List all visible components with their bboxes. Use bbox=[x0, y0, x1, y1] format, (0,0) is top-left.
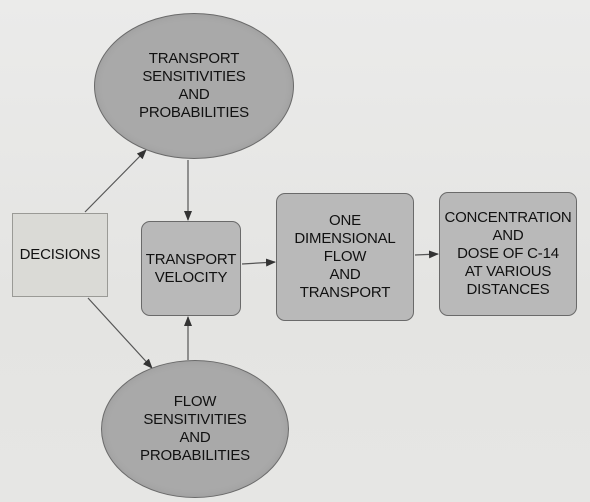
transport-sensitivities-label: TRANSPORT SENSITIVITIES AND PROBABILITIE… bbox=[139, 50, 249, 121]
transport-velocity-node: TRANSPORT VELOCITY bbox=[141, 221, 241, 316]
decisions-label: DECISIONS bbox=[19, 246, 101, 263]
arrow-decisions-to-flow-sensitivities bbox=[87, 297, 153, 369]
transport-velocity-label: TRANSPORT VELOCITY bbox=[145, 250, 237, 286]
flow-sensitivities-node: FLOW SENSITIVITIES AND PROBABILITIES bbox=[101, 360, 289, 498]
one-dimensional-flow-label: ONE DIMENSIONAL FLOW AND TRANSPORT bbox=[294, 212, 396, 301]
transport-sensitivities-node: TRANSPORT SENSITIVITIES AND PROBABILITIE… bbox=[94, 13, 294, 159]
arrow-velocity-to-flow-transport bbox=[241, 258, 276, 267]
arrow-decisions-to-transport-sensitivities bbox=[84, 149, 147, 213]
flow-sensitivities-label: FLOW SENSITIVITIES AND PROBABILITIES bbox=[140, 393, 250, 464]
concentration-label: CONCENTRATION AND DOSE OF C-14 AT VARIOU… bbox=[444, 209, 572, 298]
one-dimensional-flow-node: ONE DIMENSIONAL FLOW AND TRANSPORT bbox=[276, 193, 414, 321]
arrow-flow-transport-to-concentration bbox=[414, 250, 439, 259]
decisions-node: DECISIONS bbox=[12, 213, 108, 297]
concentration-node: CONCENTRATION AND DOSE OF C-14 AT VARIOU… bbox=[439, 192, 577, 316]
